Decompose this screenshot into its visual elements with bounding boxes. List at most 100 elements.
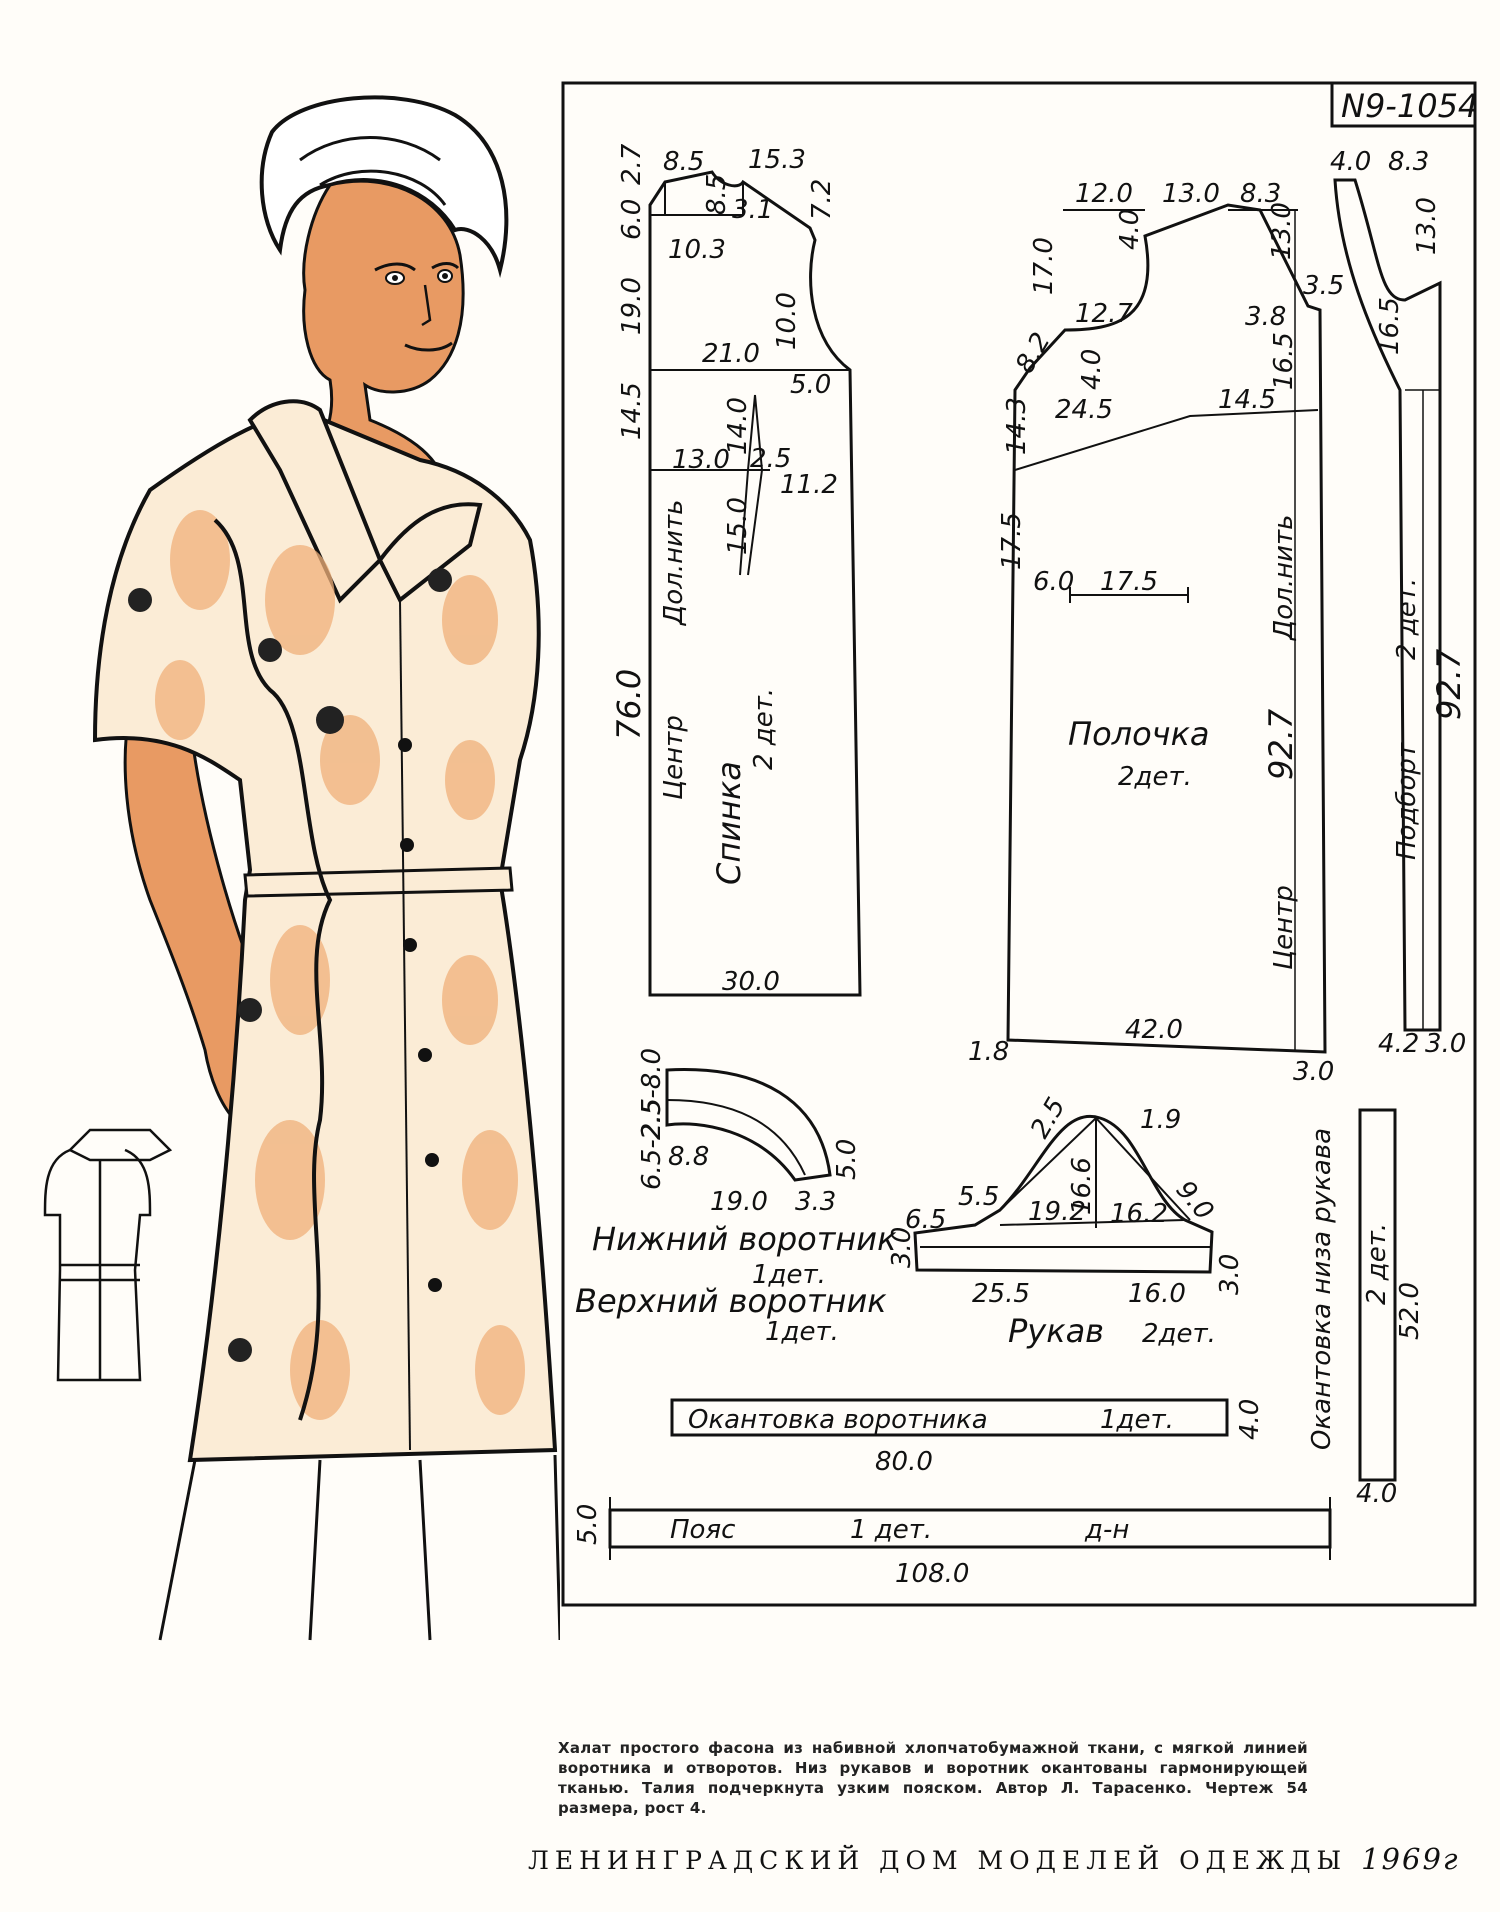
- svg-text:17.5: 17.5: [1100, 567, 1158, 597]
- buttons: [398, 738, 442, 1292]
- sleeve-binding-labels: Окантовка низа рукава 2 дет. 52.0 4.0: [1307, 1128, 1425, 1509]
- svg-text:19.0: 19.0: [710, 1187, 768, 1217]
- svg-text:13.0: 13.0: [1412, 197, 1442, 255]
- pattern-frame: [561, 81, 1477, 1607]
- footer-year: 1969г: [1361, 1842, 1460, 1876]
- svg-text:4.2: 4.2: [1378, 1029, 1419, 1059]
- svg-text:Дол.нить: Дол.нить: [1269, 515, 1299, 641]
- svg-text:Центр: Центр: [659, 715, 689, 800]
- dress: [92, 407, 558, 1463]
- belt-labels: Пояс 1 дет. д-н 108.0 5.0: [573, 1504, 1129, 1589]
- svg-text:8.5: 8.5: [663, 147, 704, 177]
- collar-piece-labels: 2.5-8.0 6.5-2.5 8.8 19.0 3.3 5.0 Нижний …: [575, 1048, 897, 1347]
- svg-text:6.5-2.5: 6.5-2.5: [637, 1098, 667, 1190]
- footer-publisher: ЛЕНИНГРАДСКИЙ ДОМ МОДЕЛЕЙ ОДЕЖДЫ 1969г: [528, 1842, 1460, 1876]
- svg-text:6.0: 6.0: [617, 199, 647, 240]
- svg-text:2.5-8.0: 2.5-8.0: [637, 1048, 667, 1140]
- flower-print: [128, 568, 452, 1362]
- svg-text:14.5: 14.5: [1218, 385, 1276, 415]
- svg-text:Верхний воротник: Верхний воротник: [575, 1282, 887, 1320]
- svg-text:4.0: 4.0: [1115, 209, 1145, 250]
- svg-text:1.8: 1.8: [968, 1037, 1009, 1067]
- svg-text:8.5: 8.5: [702, 174, 732, 215]
- svg-text:2 дет.: 2 дет.: [1392, 578, 1422, 660]
- collar-binding-piece: [670, 1398, 1229, 1437]
- svg-text:4.0: 4.0: [1356, 1479, 1397, 1509]
- svg-text:52.0: 52.0: [1395, 1282, 1425, 1340]
- svg-text:3.0: 3.0: [1215, 1254, 1245, 1295]
- svg-text:14.5: 14.5: [617, 382, 647, 440]
- svg-text:5.0: 5.0: [573, 1504, 603, 1545]
- svg-text:5.0: 5.0: [790, 370, 831, 400]
- svg-text:8.3: 8.3: [1388, 147, 1429, 177]
- svg-text:1дет.: 1дет.: [765, 1317, 839, 1347]
- svg-text:13.0: 13.0: [1162, 179, 1220, 209]
- svg-text:Подборт: Подборт: [1392, 742, 1422, 860]
- svg-text:15.3: 15.3: [748, 145, 806, 175]
- svg-text:2.5: 2.5: [750, 444, 791, 474]
- svg-text:2дет.: 2дет.: [1142, 1319, 1216, 1349]
- sleeve-binding-piece: [1358, 1108, 1397, 1482]
- svg-text:1дет.: 1дет.: [1100, 1405, 1174, 1435]
- svg-text:Окантовка воротника: Окантовка воротника: [688, 1405, 988, 1435]
- svg-text:15.0: 15.0: [723, 497, 753, 555]
- svg-text:13.0: 13.0: [672, 445, 730, 475]
- svg-text:14.3: 14.3: [1002, 397, 1032, 455]
- svg-text:5.5: 5.5: [958, 1182, 999, 1212]
- svg-text:9.0: 9.0: [1170, 1175, 1220, 1226]
- svg-text:Окантовка низа рукава: Окантовка низа рукава: [1307, 1128, 1337, 1450]
- svg-text:16.6: 16.6: [1067, 1157, 1097, 1215]
- front-piece-outline: [1006, 203, 1327, 1054]
- svg-text:7.2: 7.2: [807, 179, 837, 220]
- svg-text:3.0: 3.0: [887, 1227, 917, 1268]
- svg-text:42.0: 42.0: [1125, 1015, 1183, 1045]
- svg-text:19.2: 19.2: [1028, 1197, 1086, 1227]
- svg-text:1.9: 1.9: [1140, 1105, 1181, 1135]
- svg-text:6.0: 6.0: [1033, 567, 1074, 597]
- back-piece-outline: [648, 170, 862, 997]
- svg-text:1дет.: 1дет.: [752, 1260, 826, 1290]
- svg-text:8.3: 8.3: [1240, 179, 1281, 209]
- svg-text:13.0: 13.0: [1267, 202, 1297, 260]
- svg-text:2 дет.: 2 дет.: [749, 688, 779, 770]
- sleeve-piece-outline: [913, 1114, 1214, 1274]
- svg-text:92.7: 92.7: [1430, 648, 1468, 720]
- svg-text:2.7: 2.7: [617, 143, 647, 185]
- sleeve-piece-labels: 2.5 1.9 16.6 6.5 5.5 19.2 16.2 9.0 3.0 2…: [887, 1093, 1245, 1350]
- svg-text:3.5: 3.5: [1303, 271, 1344, 301]
- svg-text:17.5: 17.5: [997, 512, 1027, 570]
- svg-text:25.5: 25.5: [972, 1279, 1030, 1309]
- svg-text:1 дет.: 1 дет.: [850, 1515, 932, 1545]
- collar-piece-outline: [665, 1068, 832, 1182]
- svg-text:Полочка: Полочка: [1068, 715, 1210, 753]
- footer-text: ЛЕНИНГРАДСКИЙ ДОМ МОДЕЛЕЙ ОДЕЖДЫ: [528, 1846, 1348, 1875]
- svg-text:4.0: 4.0: [1330, 147, 1371, 177]
- svg-text:3.0: 3.0: [1293, 1057, 1334, 1087]
- facing-piece-labels: 4.0 8.3 13.0 16.5 92.7 4.2 3.0 Подборт 2…: [1330, 147, 1468, 1059]
- svg-text:2 дет.: 2 дет.: [1362, 1223, 1392, 1305]
- back-piece-labels: 8.5 15.3 2.7 6.0 8.5 3.1 7.2 10.3 19.0 1…: [610, 143, 838, 997]
- front-piece-labels: 12.0 13.0 8.3 4.0 13.0 17.0 12.7 3.8 3.5…: [968, 179, 1344, 1087]
- svg-text:12.0: 12.0: [1075, 179, 1133, 209]
- svg-text:76.0: 76.0: [610, 669, 648, 740]
- pattern-number: N9-1054: [1341, 87, 1478, 125]
- svg-text:Рукав: Рукав: [1008, 1312, 1104, 1350]
- svg-text:24.5: 24.5: [1055, 395, 1113, 425]
- svg-text:Пояс: Пояс: [670, 1515, 735, 1545]
- svg-text:10.0: 10.0: [772, 292, 802, 350]
- svg-text:Спинка: Спинка: [710, 761, 748, 885]
- paisley-print: [155, 510, 525, 1420]
- svg-text:11.2: 11.2: [780, 470, 838, 500]
- hair: [259, 95, 509, 278]
- svg-text:80.0: 80.0: [875, 1447, 933, 1477]
- svg-text:8.2: 8.2: [1010, 328, 1057, 379]
- svg-text:16.5: 16.5: [1269, 332, 1299, 390]
- svg-text:12.7: 12.7: [1075, 299, 1133, 329]
- svg-text:92.7: 92.7: [1262, 708, 1300, 780]
- back-view-sketch: [43, 1128, 173, 1382]
- svg-text:3.3: 3.3: [795, 1187, 836, 1217]
- description-caption: Халат простого фасона из набивной хлопча…: [558, 1739, 1308, 1817]
- svg-text:16.2: 16.2: [1110, 1199, 1168, 1229]
- svg-text:17.0: 17.0: [1029, 237, 1059, 295]
